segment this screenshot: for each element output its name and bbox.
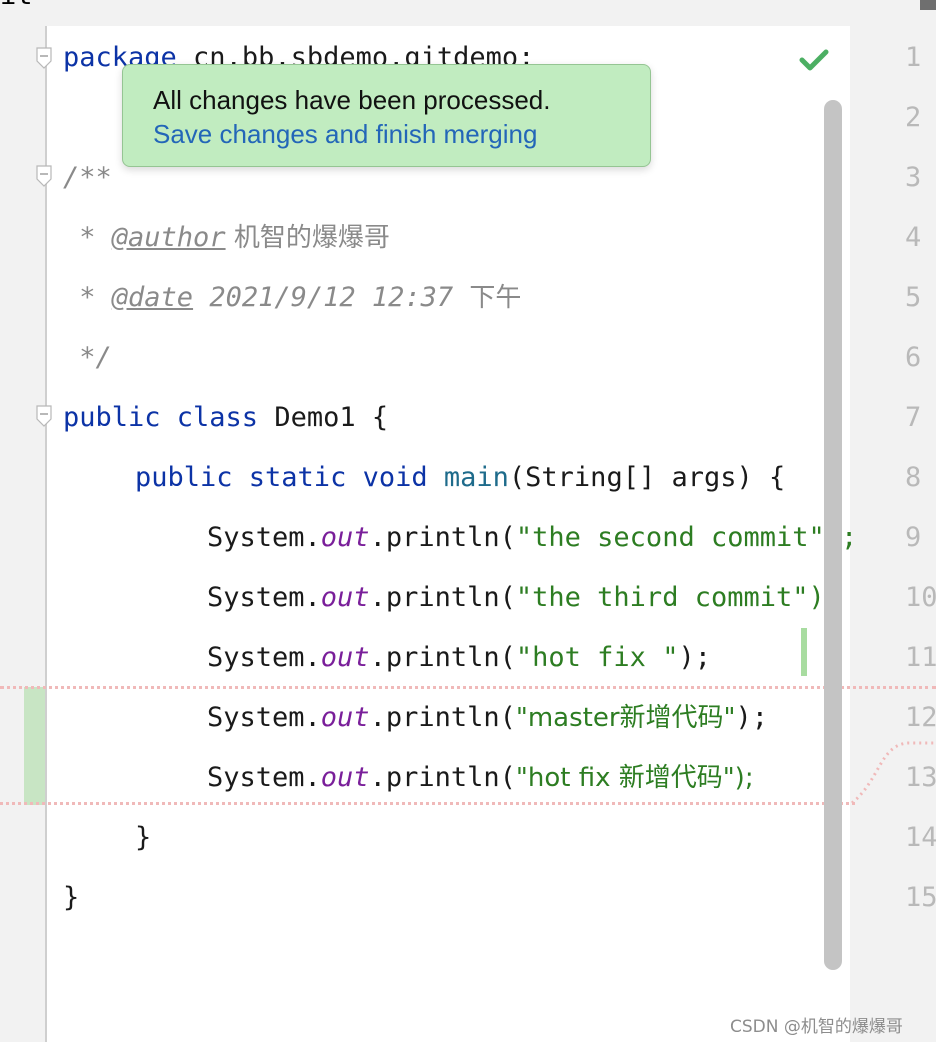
change-indicator-bar	[801, 628, 807, 676]
line-number: 9	[905, 522, 922, 553]
javadoc-tag: @author	[111, 222, 226, 253]
line-number: 15	[905, 882, 936, 913]
method-params: (String[] args) {	[508, 462, 786, 493]
line-number: 14	[905, 822, 936, 853]
line-number: 4	[905, 222, 922, 253]
code-line-4[interactable]: * @author 机智的爆爆哥	[63, 218, 390, 258]
static-field: out	[320, 702, 370, 733]
comment: /**	[63, 162, 112, 193]
notification-message: All changes have been processed.	[153, 85, 551, 115]
code-text: System.	[207, 762, 321, 793]
method-name: main	[443, 462, 509, 493]
window-corner-marker	[920, 0, 936, 10]
string-literal: "the third commit");	[515, 582, 841, 613]
keyword: public static void	[135, 462, 428, 493]
save-and-finish-link[interactable]: Save changes and finish merging	[153, 119, 538, 149]
string-literal: "hot fix "	[515, 642, 679, 673]
line-number: 3	[905, 162, 922, 193]
code-text: );	[735, 702, 769, 733]
merge-boundary-top	[0, 686, 936, 689]
line-number: 2	[905, 102, 922, 133]
line-number: 7	[905, 402, 922, 433]
comment: 机智的爆爆哥	[225, 223, 390, 253]
code-line-3[interactable]: /**	[63, 158, 112, 198]
line-number: 11	[905, 642, 936, 673]
line-number: 12	[905, 702, 936, 733]
code-text: System.	[207, 702, 321, 733]
comment: 2021/9/12 12:37	[193, 282, 470, 313]
code-text: );	[678, 642, 711, 673]
code-line-8[interactable]: public static void main(String[] args) {	[135, 458, 785, 498]
merge-boundary-bottom	[0, 802, 855, 805]
gutter-divider	[45, 26, 47, 1042]
fold-marker-icon[interactable]	[36, 165, 52, 187]
code-line-5[interactable]: * @date 2021/9/12 12:37 下午	[63, 278, 521, 318]
code-line-15[interactable]: }	[63, 878, 79, 918]
merge-change-gutter-marker	[24, 687, 45, 805]
code-text: System.	[207, 642, 321, 673]
fold-marker-icon[interactable]	[36, 47, 52, 69]
code-text: .println(	[369, 762, 516, 793]
fold-marker-icon[interactable]	[36, 405, 52, 427]
string-literal: "master新增代码"	[515, 703, 736, 733]
string-literal: "hot fix 新增代码");	[515, 763, 754, 793]
vertical-scrollbar[interactable]	[824, 100, 842, 970]
window-title-fragment: it	[0, 0, 33, 11]
check-icon	[799, 49, 829, 71]
line-number: 1	[905, 42, 922, 73]
code-text: System.	[207, 522, 321, 553]
code-text: .println(	[369, 522, 516, 553]
comment: *	[63, 282, 112, 313]
line-number: 6	[905, 342, 922, 373]
code-line-6[interactable]: */	[63, 338, 112, 378]
line-number: 8	[905, 462, 922, 493]
code-line-12[interactable]: System.out.println("master新增代码");	[207, 698, 768, 738]
comment: */	[63, 342, 112, 373]
code-text: System.	[207, 582, 321, 613]
line-number: 10	[905, 582, 936, 613]
code-line-14[interactable]: }	[135, 818, 151, 858]
static-field: out	[320, 762, 370, 793]
code-text: .println(	[369, 582, 516, 613]
code-line-11[interactable]: System.out.println("hot fix ");	[207, 638, 711, 678]
closing-brace: }	[135, 822, 152, 853]
keyword: public class	[63, 402, 259, 433]
javadoc-tag: @date	[111, 282, 194, 313]
merge-editor-pane[interactable]	[47, 26, 850, 1042]
code-line-7[interactable]: public class Demo1 {	[63, 398, 388, 438]
code-text: .println(	[369, 642, 516, 673]
watermark: CSDN @机智的爆爆哥	[730, 1017, 903, 1037]
comment: *	[63, 222, 112, 253]
static-field: out	[320, 522, 370, 553]
code-line-10[interactable]: System.out.println("the third commit");	[207, 578, 841, 618]
closing-brace: }	[63, 882, 80, 913]
static-field: out	[320, 582, 370, 613]
class-declaration: Demo1 {	[258, 402, 389, 433]
line-number: 5	[905, 282, 922, 313]
merge-complete-notification: All changes have been processed. Save ch…	[122, 39, 651, 167]
comment: 下午	[469, 283, 522, 313]
code-line-13[interactable]: System.out.println("hot fix 新增代码");	[207, 758, 754, 798]
line-number: 13	[905, 762, 936, 793]
code-text: .println(	[369, 702, 516, 733]
static-field: out	[320, 642, 370, 673]
